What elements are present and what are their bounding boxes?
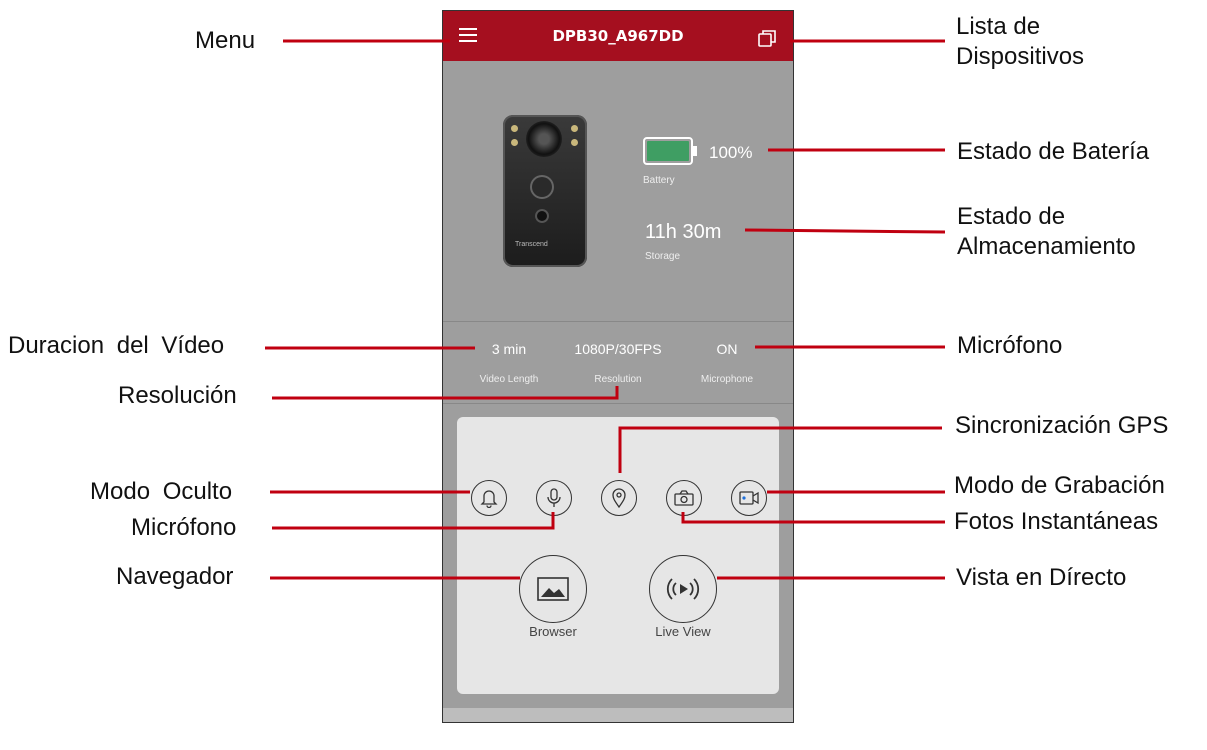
annotation-microphone-setting: Micrófono	[957, 332, 1063, 359]
microphone-icon[interactable]	[536, 480, 572, 516]
storage-label: Storage	[645, 251, 681, 262]
camera-image: Transcend	[503, 115, 587, 267]
bell-icon[interactable]	[471, 480, 507, 516]
annotation-microphone-button: Micrófono	[131, 514, 237, 541]
storage-value: 11h 30m	[645, 221, 722, 243]
annotation-device-list-line1: Lista de	[956, 13, 1041, 40]
hamburger-icon[interactable]	[459, 28, 477, 44]
annotation-device-list-line2: Dispositivos	[956, 43, 1085, 70]
annotation-snapshot: Fotos Instantáneas	[954, 508, 1159, 535]
battery-percent: 100%	[709, 143, 753, 162]
camera-led	[571, 139, 578, 146]
camera-led	[571, 125, 578, 132]
camera-icon[interactable]	[666, 480, 702, 516]
image-icon[interactable]	[519, 555, 587, 623]
bottom-strip	[443, 708, 793, 722]
annotation-stealth-mode: Modo Oculto	[90, 478, 233, 505]
camera-power-button	[530, 175, 554, 199]
annotation-storage: Estado de Almacenamiento	[957, 202, 1136, 262]
camera-brand: Transcend	[515, 241, 548, 248]
copy-icon[interactable]	[757, 29, 777, 47]
annotation-storage-line2: Almacenamiento	[957, 233, 1136, 260]
annotation-storage-line1: Estado de	[957, 203, 1066, 230]
microphone-value[interactable]: ON	[716, 341, 738, 357]
top-bar: DPB30_A967DD	[443, 11, 793, 61]
resolution-label: Resolution	[594, 374, 642, 385]
location-pin-icon[interactable]	[601, 480, 637, 516]
app-screen: DPB30_A967DD Transcend 100% Battery 11h …	[442, 10, 794, 723]
control-panel: Browser Live View	[457, 417, 779, 694]
resolution-value[interactable]: 1080P/30FPS	[574, 341, 662, 357]
camera-led	[511, 125, 518, 132]
video-camera-icon[interactable]	[731, 480, 767, 516]
annotation-record-mode: Modo de Grabación	[954, 472, 1165, 499]
broadcast-play-icon[interactable]	[649, 555, 717, 623]
microphone-label: Microphone	[700, 374, 754, 385]
live-view-label: Live View	[655, 624, 711, 639]
camera-led	[511, 139, 518, 146]
annotation-video-length: Duracion del Vídeo	[8, 332, 225, 359]
browser-label: Browser	[529, 624, 577, 639]
device-title: DPB30_A967DD	[552, 27, 684, 45]
battery-label: Battery	[643, 175, 675, 186]
annotation-menu: Menu	[195, 27, 256, 54]
battery-icon	[643, 137, 697, 165]
camera-lens	[526, 121, 562, 157]
annotation-battery: Estado de Batería	[957, 138, 1150, 165]
video-length-label: Video Length	[479, 374, 539, 385]
video-length-value[interactable]: 3 min	[491, 341, 527, 357]
annotation-browser: Navegador	[116, 563, 234, 590]
annotation-gps-sync: Sincronización GPS	[955, 412, 1169, 439]
divider	[443, 403, 793, 404]
annotation-resolution: Resolución	[118, 382, 237, 409]
annotation-live-view: Vista en Dírecto	[956, 564, 1127, 591]
camera-record-button	[535, 209, 549, 223]
divider	[443, 321, 793, 322]
annotation-device-list: Lista de Dispositivos	[956, 12, 1084, 72]
